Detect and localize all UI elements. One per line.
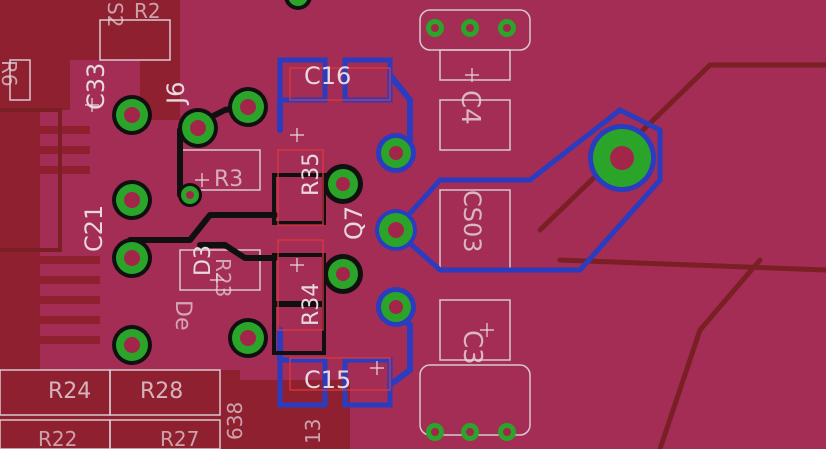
label-r24: R24: [48, 379, 91, 404]
silk-c4-top: [439, 49, 511, 81]
silk-d3-body: [179, 249, 261, 291]
copper-fingers: [40, 126, 100, 344]
trace-c21-to-r35: [127, 212, 278, 243]
label-r27: R27: [160, 427, 199, 449]
label-r6: R6: [0, 60, 21, 87]
header-bottom-pins: [426, 423, 516, 441]
silk-left-part: [9, 59, 31, 101]
silk-top-left-part: [99, 19, 171, 61]
red-r35: [277, 149, 324, 226]
label-13: 13: [301, 419, 325, 444]
label-j6: J6: [162, 82, 190, 106]
bottom-trace-left: [0, 108, 62, 252]
label-r3: R3: [214, 167, 243, 192]
pad-c15-right: [342, 357, 393, 408]
copper-pour-bottom-mid: [240, 380, 350, 449]
copper-pour-bottom-left: [0, 370, 240, 449]
label-r35: R35: [299, 153, 324, 196]
pad-output-large: [588, 124, 656, 192]
pad-q7-gate: [323, 164, 363, 204]
label-c16: C16: [304, 62, 351, 90]
label-r2: R2: [134, 0, 161, 23]
label-r28: R28: [140, 379, 183, 404]
pad-r35: [272, 173, 326, 225]
label-r22: R22: [38, 427, 77, 449]
label-c21: C21: [80, 205, 108, 252]
pad-c15-via: [376, 287, 416, 327]
pad-j6-2: [228, 87, 268, 127]
label-c15: C15: [304, 366, 351, 394]
silk-c3-body: [439, 299, 511, 361]
silk-r28: [109, 369, 221, 416]
copper-pour-left-top: [40, 0, 70, 110]
pad-c16-right: [342, 57, 393, 103]
bottom-trace-upper: [537, 62, 826, 233]
trace-output-net: [391, 107, 663, 273]
red-outlines: [277, 67, 391, 391]
bottom-trace-mid: [557, 257, 826, 273]
label-cs03: CS03: [458, 190, 486, 253]
pad-de-1: [112, 325, 152, 365]
pad-c21-2: [112, 238, 152, 278]
component-labels: C33 J6 C16 R35 R3 C21 D3 R34 Q7 C15 C4 C…: [0, 0, 487, 449]
pad-c16-via: [376, 133, 416, 173]
header-top-pins: [426, 19, 516, 37]
origin-markers: [85, 68, 494, 375]
label-c4: C4: [455, 90, 485, 125]
label-q7: Q7: [340, 206, 368, 240]
pad-c33-1: [112, 95, 152, 135]
label-c3: C3: [457, 330, 487, 365]
pad-c15-left: [277, 357, 328, 408]
silk-c4-body: [439, 99, 511, 151]
pad-q7-source: [323, 254, 363, 294]
pad-j6-1: [178, 108, 218, 148]
label-de: De: [170, 300, 195, 330]
pad-q7-drain: [375, 209, 417, 251]
label-c33: C33: [82, 63, 110, 110]
red-c15: [289, 357, 391, 391]
label-s2: S2: [103, 2, 127, 27]
label-r23: R23: [211, 258, 235, 297]
label-r34: R34: [299, 283, 324, 326]
pad-c21-1: [112, 180, 152, 220]
red-r34: [277, 239, 324, 331]
through-hole-pads: [112, 0, 656, 441]
label-d3: D3: [191, 245, 216, 276]
trace-d3-to-r34: [197, 242, 278, 261]
pad-top-partial: [284, 0, 312, 10]
red-c16: [289, 67, 391, 101]
silk-r27: [109, 419, 221, 449]
pad-de-2: [228, 318, 268, 358]
pad-r34-lower: [272, 303, 326, 355]
label-638: 638: [223, 402, 247, 440]
pad-j6-small: [178, 183, 202, 207]
bottom-trace-lower: [657, 257, 763, 449]
